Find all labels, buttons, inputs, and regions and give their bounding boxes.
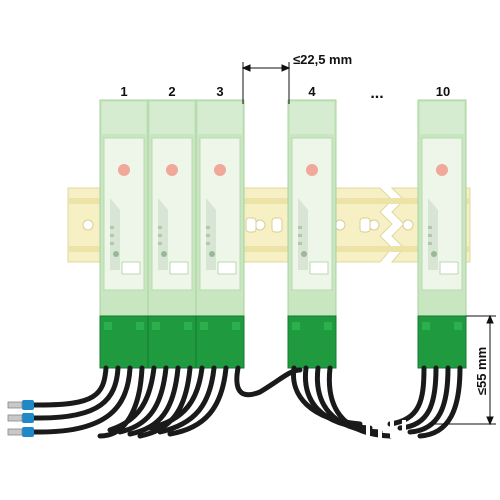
ellipsis-label: ... <box>370 85 383 102</box>
height-dimension <box>430 314 496 426</box>
ferrule-2 <box>7 413 34 423</box>
width-dimension-label: ≤22,5 mm <box>293 52 352 67</box>
module-1 <box>99 99 149 369</box>
module-3 <box>195 99 245 369</box>
module-label-4: 4 <box>308 84 316 99</box>
height-dimension-label: ≤55 mm <box>474 347 489 395</box>
cable-break-marks <box>366 420 406 438</box>
module-2 <box>147 99 197 369</box>
module-label-3: 3 <box>216 84 223 99</box>
module-label-1: 1 <box>120 84 127 99</box>
ferrule-3 <box>7 427 34 437</box>
ferrule-group <box>7 400 34 437</box>
module-4 <box>287 99 337 369</box>
module-10 <box>417 99 467 369</box>
module-label-10: 10 <box>436 84 450 99</box>
width-dimension <box>241 62 291 104</box>
ferrule-1 <box>7 400 34 410</box>
module-label-2: 2 <box>168 84 175 99</box>
cable-bundle <box>17 365 463 439</box>
